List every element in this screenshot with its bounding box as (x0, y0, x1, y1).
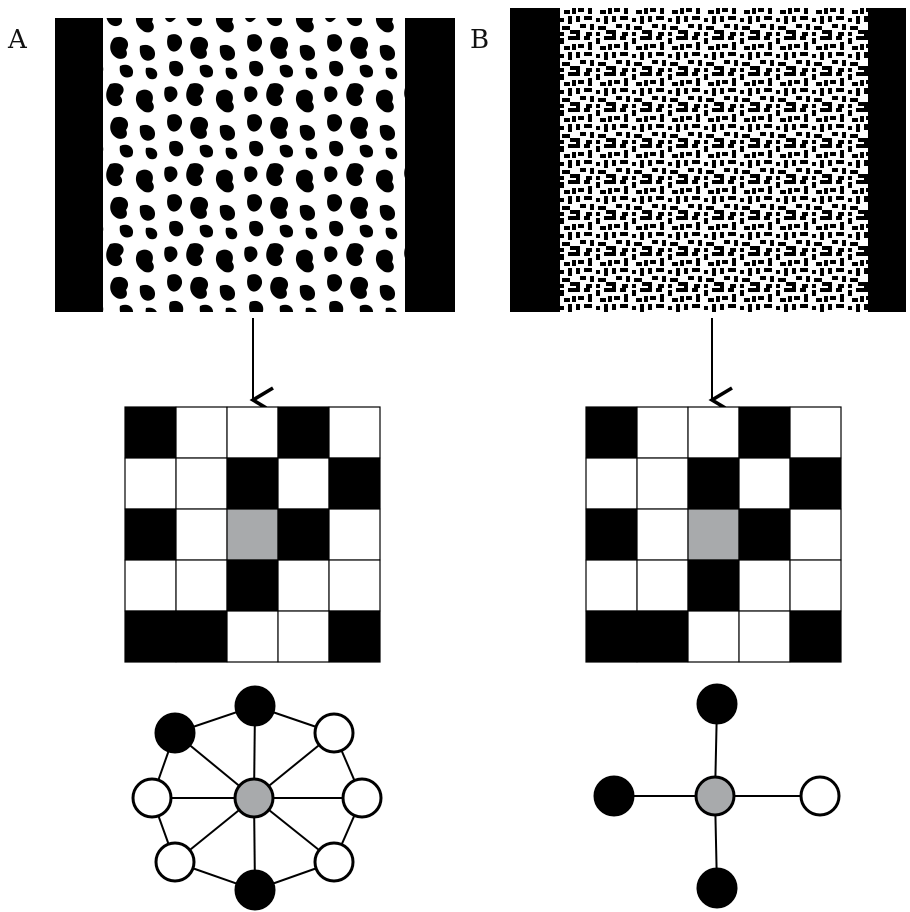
panel-b-graph (593, 683, 841, 909)
grid-cell (636, 610, 689, 663)
grid-cell (789, 508, 842, 561)
center-cell (687, 508, 740, 561)
grid-cell (687, 457, 740, 510)
grid-cell (789, 559, 842, 612)
grid-cell (124, 610, 177, 663)
neighbor-node (154, 841, 196, 883)
panel-a-texture (55, 18, 455, 312)
panel-a-grid (124, 406, 381, 663)
grid-cell (738, 559, 791, 612)
neighbor-node (313, 712, 355, 754)
panel-a-label: A (7, 25, 28, 55)
grid-cell (636, 406, 689, 459)
grid-cell (175, 406, 228, 459)
grid-cell (124, 406, 177, 459)
neighbor-node (131, 777, 173, 819)
panel-b-texture (510, 8, 906, 312)
grid-cell (789, 610, 842, 663)
grid-cell (328, 610, 381, 663)
neighbor-node (154, 712, 196, 754)
grid-cell (738, 508, 791, 561)
grid-cell (789, 457, 842, 510)
neighbor-node (341, 777, 383, 819)
neighbor-node (234, 685, 276, 727)
neighbor-node (799, 775, 841, 817)
center-node (694, 775, 736, 817)
grid-cell (585, 457, 638, 510)
grid-cell (636, 457, 689, 510)
grid-cell (277, 559, 330, 612)
neighbor-node (593, 775, 635, 817)
grid-cell (328, 508, 381, 561)
grid-cell (175, 508, 228, 561)
grid-cell (226, 457, 279, 510)
grid-cell (226, 610, 279, 663)
grid-cell (277, 406, 330, 459)
grid-cell (226, 559, 279, 612)
grid-cell (124, 457, 177, 510)
grid-cell (175, 559, 228, 612)
grid-cell (687, 406, 740, 459)
neighbor-node (234, 869, 276, 911)
grid-cell (328, 559, 381, 612)
grid-cell (636, 508, 689, 561)
neighbor-node (696, 683, 738, 725)
neighbor-node (696, 867, 738, 909)
grid-cell (277, 508, 330, 561)
grid-cell (585, 559, 638, 612)
center-cell (226, 508, 279, 561)
grid-cell (687, 610, 740, 663)
panel-b-grid (585, 406, 842, 663)
grid-cell (585, 508, 638, 561)
grid-cell (175, 610, 228, 663)
center-node (233, 777, 275, 819)
grid-cell (585, 406, 638, 459)
grid-cell (124, 508, 177, 561)
grid-cell (789, 406, 842, 459)
panel-a-graph (131, 685, 383, 911)
grid-cell (738, 610, 791, 663)
grid-cell (328, 406, 381, 459)
grid-cell (277, 457, 330, 510)
panel-b-label: B (470, 25, 489, 55)
grid-cell (585, 610, 638, 663)
grid-cell (738, 406, 791, 459)
grid-cell (687, 559, 740, 612)
grid-cell (277, 610, 330, 663)
neighbor-node (313, 841, 355, 883)
grid-cell (226, 406, 279, 459)
grid-cell (636, 559, 689, 612)
grid-cell (124, 559, 177, 612)
grid-cell (738, 457, 791, 510)
grid-cell (175, 457, 228, 510)
grid-cell (328, 457, 381, 510)
